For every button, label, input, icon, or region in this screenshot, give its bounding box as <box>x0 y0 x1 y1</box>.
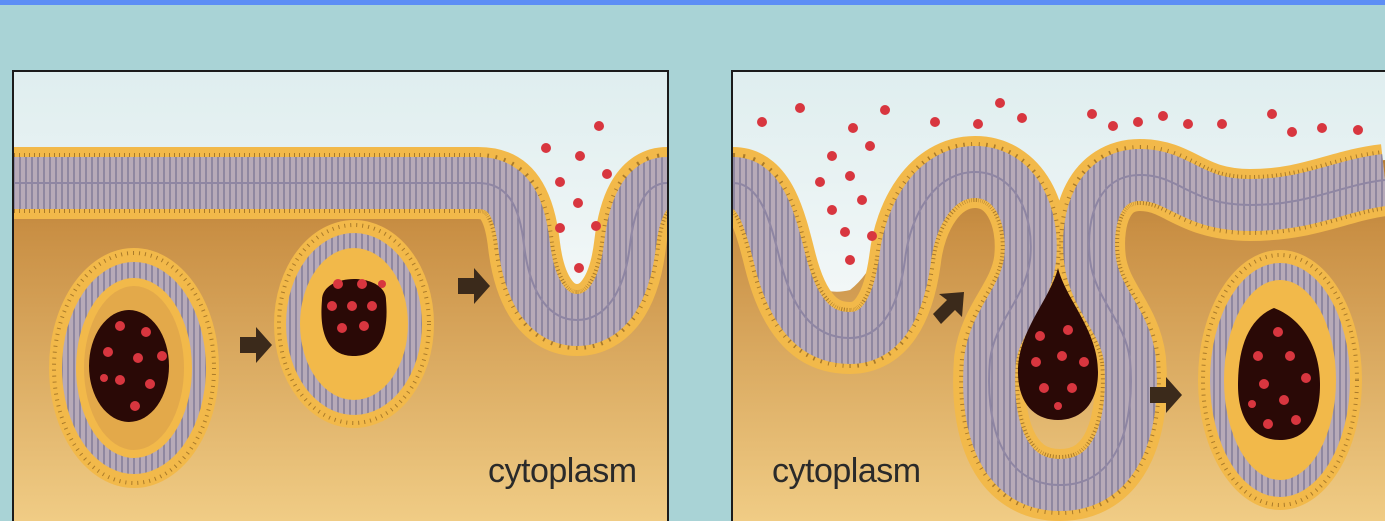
left-cytoplasm-label: cytoplasm <box>488 452 637 491</box>
vesicle-contents <box>321 279 386 356</box>
right-cytoplasm-label: cytoplasm <box>772 452 921 491</box>
vesicle-contents <box>89 310 169 422</box>
right-vesicle <box>1198 250 1362 510</box>
left-vesicle-2 <box>274 220 434 428</box>
left-vesicle-1 <box>49 248 219 488</box>
